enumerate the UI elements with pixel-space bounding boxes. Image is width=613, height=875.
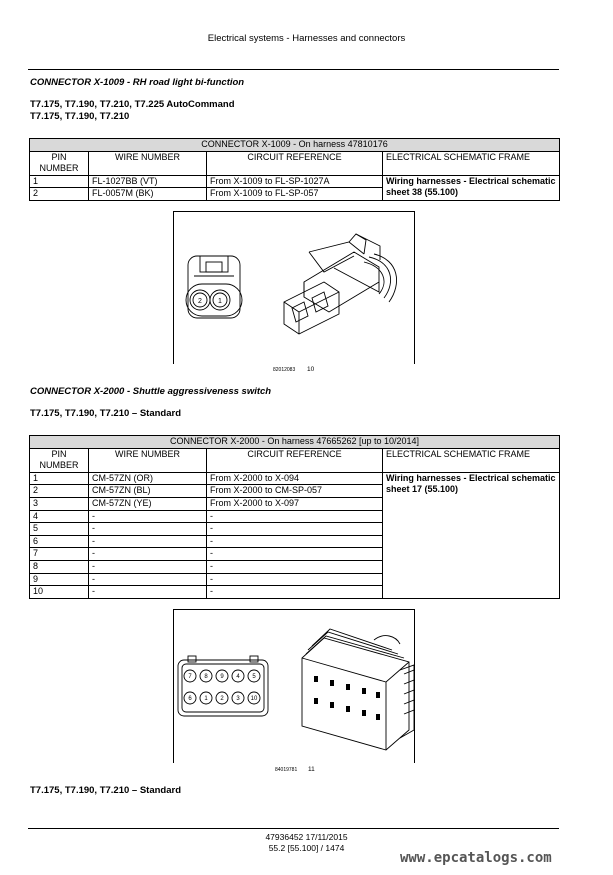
pin-label: 4	[236, 674, 240, 680]
pin-label: 2	[198, 298, 202, 305]
models-line-2: T7.175, T7.190, T7.210	[30, 111, 130, 122]
pin-label: 2	[220, 696, 224, 702]
page-header-title: Electrical systems - Harnesses and conne…	[207, 33, 406, 44]
col-header-frame: ELECTRICAL SCHEMATIC FRAME	[381, 447, 561, 473]
col-header-pin: PIN NUMBER	[29, 150, 89, 176]
cell-pin: 1	[29, 471, 89, 486]
table-row: 6--	[29, 534, 560, 549]
pin-label: 3	[236, 696, 240, 702]
cell-wire: CM-57ZN (YE)	[88, 496, 207, 511]
models-line-standard: T7.175, T7.190, T7.210 – Standard	[30, 408, 182, 419]
cell-wire: -	[88, 522, 207, 536]
pin-label: 10	[251, 696, 258, 702]
figure-code: 84019781	[275, 767, 298, 773]
section-title-x2000: CONNECTOR X-2000 - Shuttle aggressivenes…	[30, 386, 272, 397]
table-row: 5--	[29, 522, 560, 536]
cell-wire: FL-0057M (BK)	[88, 187, 207, 201]
col-header-frame: ELECTRICAL SCHEMATIC FRAME	[382, 150, 560, 176]
section-title-x1009: CONNECTOR X-1009 - RH road light bi-func…	[30, 77, 245, 88]
cell-pin: 6	[29, 534, 89, 549]
connector-table-x1009: CONNECTOR X-1009 - On harness 47810176 P…	[29, 138, 560, 201]
pin-label: 1	[218, 298, 222, 305]
cell-wire: FL-1027BB (VT)	[88, 174, 207, 189]
table-row: 7--	[29, 547, 560, 561]
pin-label: 5	[252, 674, 256, 680]
connector-drawing-2pin: 2 1	[185, 233, 397, 335]
col-header-circuit: CIRCUIT REFERENCE	[206, 447, 383, 473]
connector-figure-x2000: 7 8 9 4 5 6 1 2 3 10	[173, 609, 415, 763]
pin-label: 9	[220, 674, 224, 680]
figure-code: 82012083	[273, 367, 296, 373]
connector-table-x2000: CONNECTOR X-2000 - On harness 47665262 […	[28, 435, 561, 599]
cell-pin: 7	[29, 547, 89, 561]
cell-frame: Wiring harnesses - Electrical schematic …	[381, 471, 561, 599]
table-row: 2 FL-0057M (BK) From X-1009 to FL-SP-057	[29, 187, 560, 201]
cell-circuit: -	[206, 509, 383, 524]
models-line-1: T7.175, T7.190, T7.210, T7.225 AutoComma…	[30, 99, 235, 110]
cell-pin: 5	[29, 522, 89, 536]
trailing-models-line: T7.175, T7.190, T7.210 – Standard	[30, 785, 182, 796]
table-caption: CONNECTOR X-2000 - On harness 47665262 […	[28, 435, 561, 449]
footer-doc-ref: 47936452 17/11/2015	[265, 832, 348, 842]
table-caption: CONNECTOR X-1009 - On harness 47810176	[29, 138, 560, 152]
cell-wire: -	[88, 547, 207, 561]
cell-wire: -	[88, 572, 207, 587]
cell-pin: 1	[29, 174, 89, 189]
cell-frame: Wiring harnesses - Electrical schematic …	[382, 174, 560, 201]
figure-number: 11	[308, 766, 315, 773]
cell-pin: 2	[29, 187, 89, 201]
cell-pin: 3	[29, 496, 89, 511]
cell-pin: 4	[29, 509, 89, 524]
cell-wire: -	[88, 509, 207, 524]
col-header-pin: PIN NUMBER	[29, 447, 89, 473]
cell-circuit: -	[206, 572, 383, 587]
pin-label: 7	[188, 674, 192, 680]
cell-circuit: From X-2000 to X-094	[206, 471, 383, 486]
connector-figure-x1009: 2 1	[173, 211, 415, 364]
header-rule	[28, 69, 559, 70]
cell-pin: 2	[29, 484, 89, 498]
footer-rule	[28, 828, 559, 829]
connector-drawing-10pin: 7 8 9 4 5 6 1 2 3 10	[177, 628, 415, 751]
footer-page-ref: 55.2 [55.100] / 1474	[268, 843, 345, 853]
cell-pin: 8	[29, 559, 89, 574]
cell-circuit: -	[206, 522, 383, 536]
cell-pin: 9	[29, 572, 89, 587]
cell-circuit: -	[206, 534, 383, 549]
watermark-text: www.epcatalogs.com	[400, 850, 552, 866]
cell-circuit: From X-1009 to FL-SP-057	[206, 187, 383, 201]
figure-number: 10	[307, 366, 315, 373]
cell-pin: 10	[29, 585, 89, 599]
table-row: 1 FL-1027BB (VT) From X-1009 to FL-SP-10…	[29, 174, 560, 201]
col-header-wire: WIRE NUMBER	[88, 447, 207, 473]
cell-wire: CM-57ZN (OR)	[88, 471, 207, 486]
col-header-wire: WIRE NUMBER	[88, 150, 207, 176]
pin-label: 8	[204, 674, 208, 680]
cell-circuit: -	[206, 547, 383, 561]
cell-wire: -	[88, 534, 207, 549]
pin-label: 6	[188, 696, 192, 702]
table-row: 10--	[29, 585, 560, 599]
table-row: 8--	[29, 559, 560, 574]
col-header-circuit: CIRCUIT REFERENCE	[206, 150, 383, 176]
pin-label: 1	[204, 696, 208, 702]
cell-circuit: From X-2000 to X-097	[206, 496, 383, 511]
cell-circuit: -	[206, 559, 383, 574]
cell-circuit: -	[206, 585, 383, 599]
cell-circuit: From X-1009 to FL-SP-1027A	[206, 174, 383, 189]
cell-wire: -	[88, 559, 207, 574]
cell-circuit: From X-2000 to CM-SP-057	[206, 484, 383, 498]
cell-wire: -	[88, 585, 207, 599]
cell-wire: CM-57ZN (BL)	[88, 484, 207, 498]
